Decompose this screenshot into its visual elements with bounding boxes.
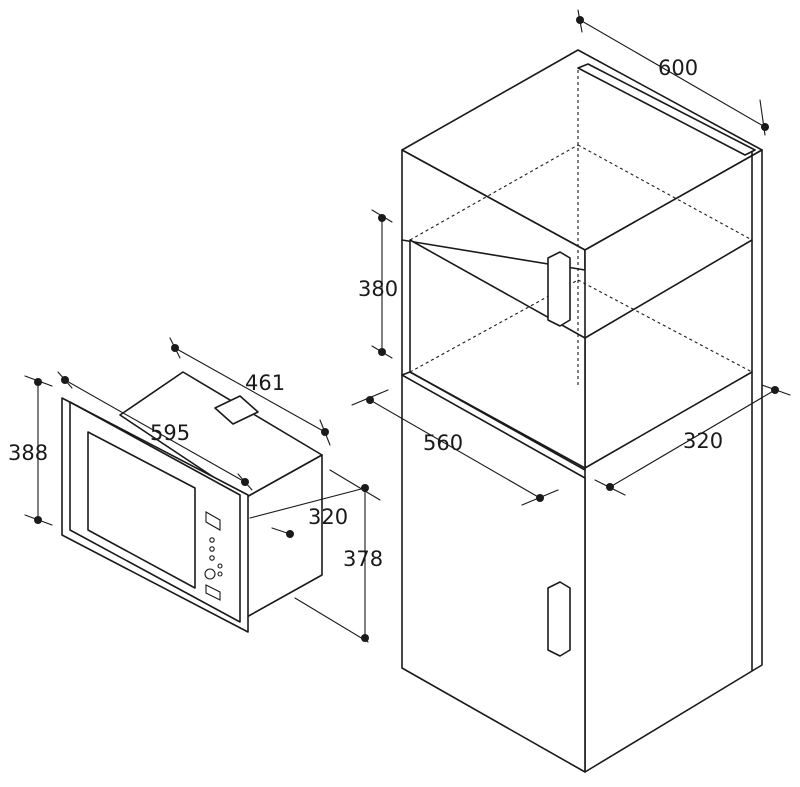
microwave-top-vent: [214, 395, 259, 425]
label-microwave-width: 595: [150, 421, 190, 445]
dimension-labels: 600 380 560 320 461 595 388 320 378: [8, 56, 723, 571]
upper-door-handle: [547, 251, 571, 327]
label-cabinet-niche-depth: 320: [683, 429, 723, 453]
label-niche-height: 378: [343, 547, 383, 571]
label-niche-depth: 320: [308, 505, 348, 529]
tall-cabinet: [401, 49, 763, 773]
microwave-window: [87, 431, 196, 589]
dimension-lines: [24, 9, 791, 643]
label-cabinet-inner-width: 560: [423, 431, 463, 455]
microwave-control-panel: [204, 511, 223, 601]
label-microwave-height: 388: [8, 441, 48, 465]
microwave: [61, 371, 323, 633]
label-cabinet-width: 600: [658, 56, 698, 80]
cabinet-shelf-edge: [409, 371, 586, 471]
cabinet-hidden-lines: [409, 70, 753, 469]
label-cabinet-opening-height: 380: [358, 277, 398, 301]
label-microwave-depth: 461: [245, 371, 285, 395]
cabinet-opening-top-right: [584, 239, 753, 339]
cabinet-lower-door: [401, 374, 586, 773]
cabinet-vent-slot: [577, 63, 756, 156]
lower-door-handle: [547, 581, 571, 657]
cabinet-right-side: [584, 149, 763, 773]
cabinet-shelf-corner: [401, 371, 411, 376]
microwave-front-inner: [69, 401, 241, 623]
microwave-front-frame: [61, 397, 249, 633]
